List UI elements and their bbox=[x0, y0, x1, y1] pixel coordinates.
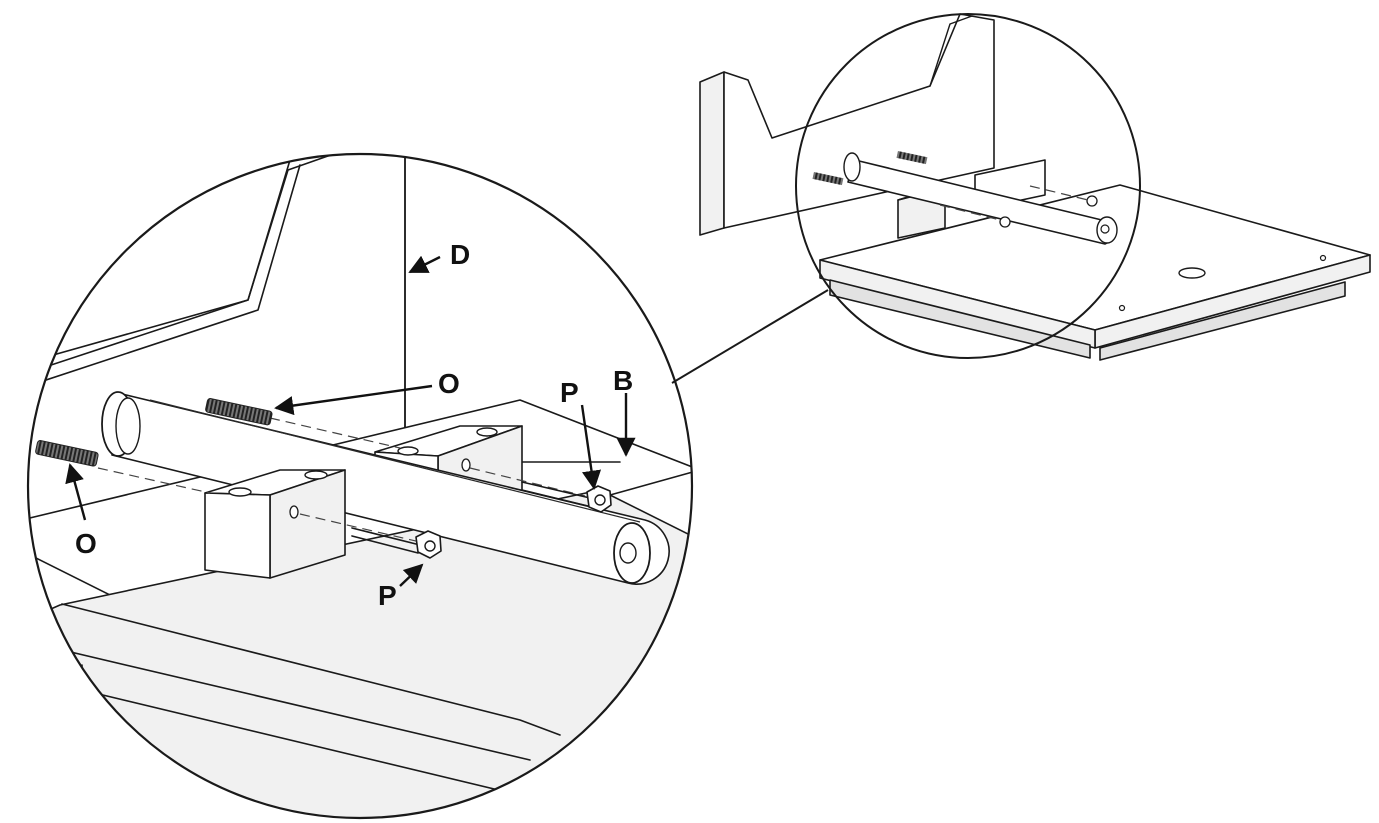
overview-base-plate bbox=[819, 184, 1371, 361]
callout-label-o-lower: O bbox=[75, 528, 97, 559]
callout-label-p-lower: P bbox=[378, 580, 397, 611]
arrow-icon bbox=[274, 384, 433, 416]
threaded-rod-icon bbox=[35, 440, 99, 467]
detail-circle-outline bbox=[26, 152, 694, 820]
arrow-icon bbox=[399, 563, 424, 587]
arrow-icon bbox=[408, 255, 441, 274]
callout-label-p-upper: P bbox=[560, 377, 579, 408]
hidden-bolt-line-rear bbox=[469, 467, 586, 497]
overview-detail-circle bbox=[795, 13, 1141, 359]
arrow-icon bbox=[580, 404, 602, 490]
callout-label-b: B bbox=[613, 365, 633, 396]
detail-front-block bbox=[204, 469, 346, 579]
detail-view bbox=[26, 152, 694, 820]
hex-nut-icon bbox=[351, 527, 442, 559]
hidden-bolt-line-front bbox=[299, 513, 421, 543]
overview-upright-panel bbox=[699, 13, 995, 236]
detail-pin-shaft bbox=[101, 391, 670, 585]
threaded-rod-icon bbox=[205, 398, 273, 426]
callout-arrows bbox=[65, 255, 636, 587]
overview-pin-assembly bbox=[812, 150, 1118, 245]
hidden-rod-line-upper bbox=[269, 417, 401, 449]
callout-labels: D B O O P P bbox=[75, 239, 633, 611]
detail-connector-line bbox=[671, 289, 829, 384]
hidden-rod-line-lower bbox=[97, 467, 211, 494]
arrow-icon bbox=[65, 463, 87, 521]
overview-assembly bbox=[699, 13, 1371, 361]
callout-label-o-upper: O bbox=[438, 368, 460, 399]
callout-label-d: D bbox=[450, 239, 470, 270]
